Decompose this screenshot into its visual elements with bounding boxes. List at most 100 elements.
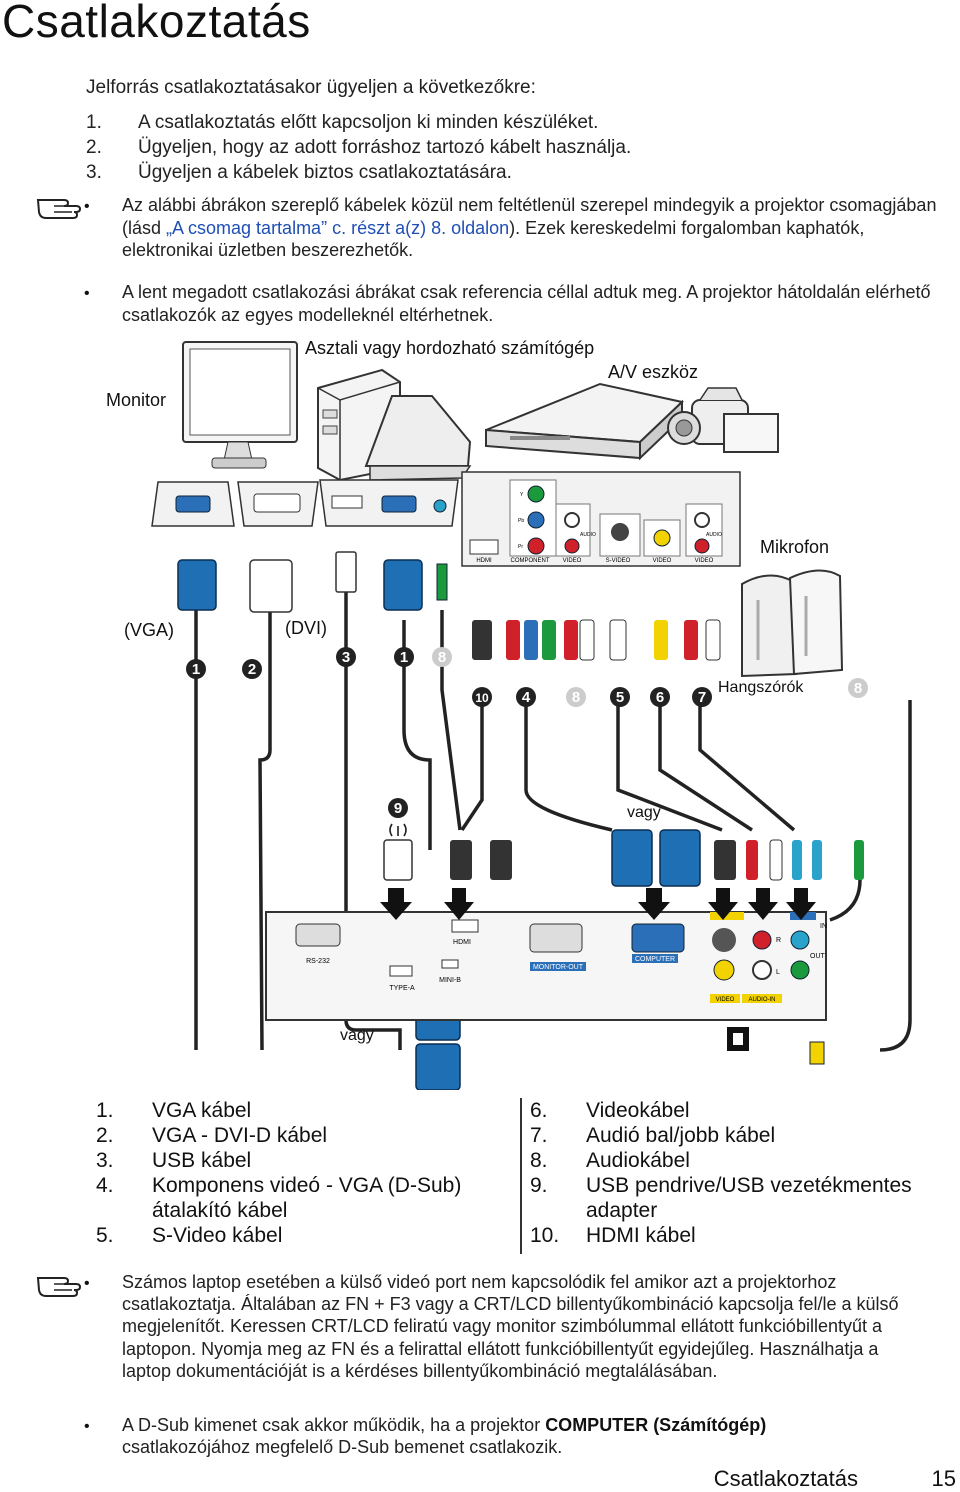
legend-left: 1.VGA kábel 2.VGA - DVI-D kábel 3.USB ká…: [96, 1098, 461, 1248]
speakers-label: Hangszórók: [718, 679, 804, 696]
cable-number: 1: [400, 649, 408, 666]
legend-item: 5.S-Video kábel: [96, 1224, 283, 1247]
intro-text: Jelforrás csatlakoztatásakor ügyeljen a …: [86, 77, 536, 98]
legend-item: átalakító kábel: [152, 1199, 288, 1222]
port-label-hdmi: HDMI: [453, 939, 471, 946]
note-bullet-laptop: Számos laptop esetében a külső videó por…: [122, 1272, 899, 1381]
note-bullet-cables: Az alábbi ábrákon szereplő kábelek közül…: [122, 195, 937, 260]
cable-number: 9: [394, 800, 402, 817]
cable-number: 8: [438, 649, 446, 666]
port-label-pr: Pr: [518, 544, 523, 550]
legend-item: adapter: [586, 1199, 658, 1222]
port-label-video: VIDEO: [563, 558, 582, 564]
speakers-illustration: [741, 569, 844, 678]
legend-divider: [520, 1098, 522, 1254]
legend-item: 4.Komponens videó - VGA (D-Sub): [96, 1174, 462, 1197]
legend-item: 8.Audiokábel: [530, 1149, 690, 1172]
port-label-audio: AUDIO: [706, 532, 722, 538]
usb-plug: [335, 551, 357, 593]
port-label-svideo: S-VIDEO: [606, 558, 631, 564]
monitor-vga-port-panel: [151, 481, 235, 527]
port-label-hdmi: HDMI: [476, 558, 492, 564]
cable-number: 10: [475, 691, 489, 705]
package-contents-link[interactable]: „A csomag tartalma” c. részt a(z) 8. old…: [166, 217, 510, 238]
port-label-pb: Pb: [518, 518, 524, 524]
cable-number: 2: [248, 661, 256, 678]
step-item: 2.Ügyeljen, hogy az adott forráshoz tart…: [86, 137, 632, 158]
note-bullet-dsub: A D-Sub kimenet csak akkor működik, ha a…: [122, 1415, 767, 1458]
page-number: 15: [931, 1466, 956, 1491]
steps-list: 1.A csatlakoztatás előtt kapcsoljon ki m…: [86, 110, 631, 185]
cable-number: 3: [342, 649, 350, 666]
cable-number: 4: [522, 689, 531, 706]
legend-item: 9.USB pendrive/USB vezetékmentes: [530, 1174, 912, 1197]
legend-item: 6.Videokábel: [530, 1099, 690, 1122]
port-label-y: Y: [520, 492, 524, 498]
page-title: Csatlakoztatás: [2, 0, 311, 47]
bullet-dot: •: [84, 198, 90, 215]
bullet-dot: •: [84, 285, 90, 302]
port-label-video: VIDEO: [716, 997, 735, 1003]
pointing-hand-icon: [36, 199, 82, 219]
or-label: vagy: [340, 1027, 374, 1044]
cable-number: 5: [616, 689, 624, 706]
port-label-audio: AUDIO: [580, 532, 596, 538]
mic-plug: [809, 1041, 825, 1065]
cable-number: 8: [854, 680, 862, 697]
computer-port-panel: [319, 479, 459, 527]
port-label-l: L: [776, 969, 780, 976]
dvi-port-panel: [237, 481, 319, 527]
port-label-monitor-out: MONITOR-OUT: [533, 964, 584, 971]
footer-section-label: Csatlakoztatás: [713, 1466, 858, 1491]
note-bullet-reference: A lent megadott csatlakozási ábrákat csa…: [122, 282, 931, 325]
dvi-plug: [249, 559, 293, 613]
av-device-illustration: [485, 382, 685, 461]
port-label-type-a: TYPE-A: [389, 985, 415, 992]
computer-label: Asztali vagy hordozható számítógép: [305, 338, 595, 358]
port-label-mini-b: MINI-B: [439, 977, 461, 984]
cable-number: 8: [572, 689, 580, 706]
pointing-hand-icon: [36, 1277, 82, 1297]
cable-number: 6: [656, 689, 664, 706]
projector-back-panel: RS-232 TYPE-A MINI-B HDMI MONITOR-OUT CO…: [265, 911, 827, 1021]
bullet-dot: •: [84, 1275, 90, 1292]
av-device-label: A/V eszköz: [608, 362, 699, 382]
port-label-video: VIDEO: [695, 558, 714, 564]
legend-item: 7.Audió bal/jobb kábel: [530, 1124, 776, 1147]
vga-label: (VGA): [124, 620, 175, 640]
port-label-r: R: [776, 937, 781, 944]
step-item: 1.A csatlakoztatás előtt kapcsoljon ki m…: [86, 112, 599, 133]
port-label-out: OUT: [810, 953, 826, 960]
or-label: vagy: [627, 804, 661, 821]
legend-item: 1.VGA kábel: [96, 1099, 252, 1122]
connection-diagram: HDMI COMPONENT VIDEO S-VIDEO VIDEO VIDEO…: [151, 341, 912, 1090]
computer-illustration: [317, 368, 472, 482]
monitor-illustration: [182, 341, 298, 469]
lower-plugs: [383, 839, 864, 881]
legend-item: 2.VGA - DVI-D kábel: [96, 1124, 328, 1147]
cable-number: 7: [698, 689, 706, 706]
av-port-panel: HDMI COMPONENT VIDEO S-VIDEO VIDEO VIDEO…: [461, 471, 741, 567]
cable-lines: [194, 580, 912, 1052]
port-label-audio-in: AUDIO-IN: [749, 997, 776, 1003]
bullet-dot: •: [84, 1418, 90, 1435]
step-item: 3.Ügyeljen a kábelek biztos csatlakoztat…: [86, 162, 512, 183]
port-label-component: COMPONENT: [511, 558, 550, 564]
camcorder-illustration: [667, 387, 779, 453]
rca-plug-row: [472, 619, 721, 661]
port-label-video: VIDEO: [653, 558, 672, 564]
insert-arrows: [380, 888, 816, 1051]
monitor-label: Monitor: [106, 390, 167, 410]
port-label-rs232: RS-232: [306, 958, 330, 965]
legend-item: 10.HDMI kábel: [530, 1224, 696, 1247]
legend-item: 3.USB kábel: [96, 1149, 252, 1172]
dvi-label: (DVI): [285, 618, 327, 638]
port-label-in: IN: [820, 923, 827, 930]
microphone-label: Mikrofon: [760, 537, 830, 557]
legend-right: 6.Videokábel 7.Audió bal/jobb kábel 8.Au…: [530, 1098, 912, 1248]
wireless-icon: [389, 823, 407, 837]
cable-number: 1: [192, 661, 200, 678]
cable-number-badges: 1 2 3 1 8 10 4 8 5 6 7 8 9: [186, 647, 868, 818]
audio-jack: [436, 563, 448, 601]
port-label-computer: COMPUTER: [635, 956, 675, 963]
